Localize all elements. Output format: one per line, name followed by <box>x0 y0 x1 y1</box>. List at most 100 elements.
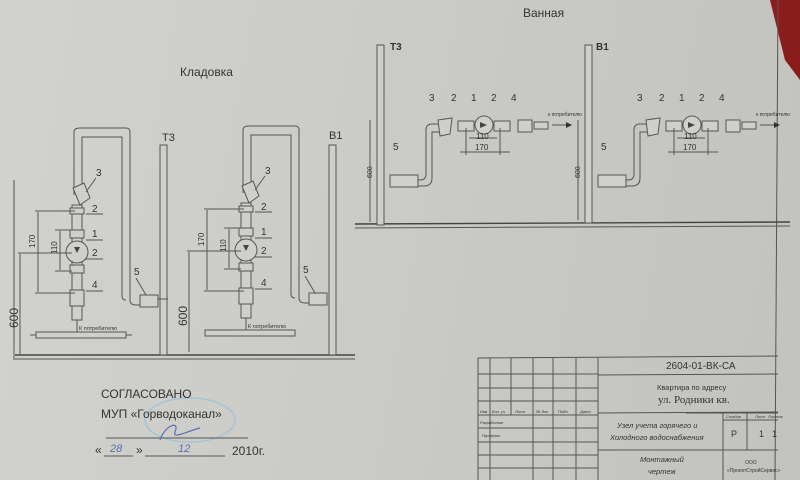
col-header: № док <box>536 409 549 414</box>
drawing-label: 110 <box>219 239 228 252</box>
checked-label: Проверил <box>482 433 501 438</box>
drawing-label: 110 <box>476 132 489 141</box>
drawing-label: 4 <box>261 278 267 289</box>
dim-170: 170 <box>28 234 37 248</box>
drawing-label: 170 <box>197 232 206 246</box>
meter-assembly-hot-bathroom: Т3 600 к потребителю 3 2 1 2 4 5 110 170 <box>367 42 582 226</box>
drawing-label: 5 <box>393 142 399 153</box>
drawing-label: 2 <box>261 202 267 213</box>
col-header: Кол. уч <box>492 409 505 414</box>
sheets-value: 1 <box>772 429 777 439</box>
drawing-code: 2604-01-ВК-СА <box>666 361 736 372</box>
fitting <box>69 229 85 239</box>
filter <box>437 117 453 137</box>
approval-org: МУП «Горводоканал» <box>101 407 222 421</box>
drawing-label: 1 <box>261 227 267 238</box>
drawing-label: 600 <box>367 166 374 178</box>
approval-day: 28 <box>109 443 123 455</box>
drawing-type-line1: Монтажный <box>640 455 685 464</box>
drawing-label: 3 <box>265 166 271 177</box>
drawing-label: « <box>95 443 102 457</box>
riser-cold-bathroom <box>584 44 593 224</box>
subject-line2: Холодного водоснабжения <box>609 433 704 442</box>
col-header: Изм <box>480 409 488 414</box>
stage-value: Р <box>731 429 737 439</box>
signature <box>159 424 201 441</box>
room-title-bathroom: Ванная <box>523 6 564 20</box>
address-line2: ул. Родники кв. <box>658 394 730 406</box>
sheet-value: 1 <box>759 429 764 439</box>
callout-2: 2 <box>92 248 98 259</box>
org-line2: «ПроектСтройСервис» <box>727 467 781 474</box>
drawing-label: » <box>136 443 143 457</box>
riser-label-cold: В1 <box>329 130 342 142</box>
drawing-label: 1 <box>679 93 685 104</box>
riser-hot <box>159 144 168 356</box>
approval-title: СОГЛАСОВАНО <box>101 387 192 401</box>
col-header: Подп. <box>558 409 569 414</box>
stamp <box>144 397 236 443</box>
callout-5: 5 <box>134 267 140 278</box>
drawing-label: 600 <box>575 166 582 178</box>
check-valve <box>69 289 85 307</box>
drawing-label: 5 <box>601 142 607 153</box>
outlet-pipe <box>35 331 127 339</box>
col-header: Дата <box>579 409 591 414</box>
drawing-label: 3 <box>429 93 435 104</box>
meter-assembly-cold-bathroom: В1 600 к потребителю 3 2 1 2 4 5 110 170 <box>575 42 790 224</box>
callout-4: 4 <box>92 280 98 291</box>
stage-header: Стадия <box>726 414 742 419</box>
drawing-label: 2 <box>261 246 267 257</box>
meter-assembly-cold-storage: В1 5 3 К потребителю 2 1 2 4 170 110 600 <box>176 125 342 356</box>
drawing-label: 3 <box>637 93 643 104</box>
drawing-label: 170 <box>475 143 489 152</box>
address-line1: Квартира по адресу <box>657 383 726 392</box>
drawing-label: 2 <box>659 93 665 104</box>
riser-label-hot: Т3 <box>162 132 175 144</box>
riser-label-hot-bathroom: Т3 <box>390 42 402 53</box>
room-title-storage: Кладовка <box>180 65 233 79</box>
drawing-label: 2 <box>699 93 705 104</box>
developed-label: Разработал <box>480 420 504 425</box>
riser-hot-bathroom <box>376 44 385 226</box>
drawing-label: 1 <box>471 93 477 104</box>
drawing-label: 110 <box>684 132 697 141</box>
frame-border <box>774 0 779 480</box>
drawing-label: 170 <box>683 143 697 152</box>
org-line1: ООО <box>745 460 757 466</box>
drawing-label: 5 <box>303 265 309 276</box>
drawing-label: к потребителю <box>756 112 790 118</box>
drawing-label: В1 <box>596 42 609 53</box>
approval-month: 12 <box>178 443 190 455</box>
background-edge <box>770 0 800 80</box>
check-valve <box>517 119 533 133</box>
col-header: Лист <box>514 409 526 414</box>
dim-110: 110 <box>50 241 59 254</box>
drawing-label: 2 <box>451 93 457 104</box>
flow-label: к потребителю <box>548 112 582 118</box>
drawing-label: 4 <box>719 93 725 104</box>
drawing-label: 600 <box>176 306 190 326</box>
approval-year: 2010г. <box>232 444 265 458</box>
drawing-type-line2: чертеж <box>648 467 677 476</box>
meter-assembly-hot-storage: Т3 5 3 К потребителю 2 1 2 4 170 1 <box>7 127 175 356</box>
flow-label: К потребителю <box>79 326 117 332</box>
floor-line-bathroom <box>354 221 791 225</box>
callout-1: 1 <box>92 229 98 240</box>
filter <box>72 182 91 206</box>
approval-block: СОГЛАСОВАНО МУП «Горводоканал» « 28 » 12… <box>95 387 265 458</box>
subject-line1: Узел учета горячего и <box>616 421 698 430</box>
ball-valve <box>389 174 419 188</box>
ball-valve <box>139 294 159 308</box>
sheet-header: Лист <box>754 414 766 419</box>
dim-600: 600 <box>7 308 21 328</box>
drawing-label: 2 <box>491 93 497 104</box>
sheets-header: Листов <box>767 414 783 419</box>
drawing-label: 2 <box>92 204 98 215</box>
drawing-label: 4 <box>511 93 517 104</box>
callout-3: 3 <box>96 168 102 179</box>
riser-cold <box>328 144 337 356</box>
title-block: Изм Кол. уч Лист № док Подп. Дата Разраб… <box>477 355 783 480</box>
